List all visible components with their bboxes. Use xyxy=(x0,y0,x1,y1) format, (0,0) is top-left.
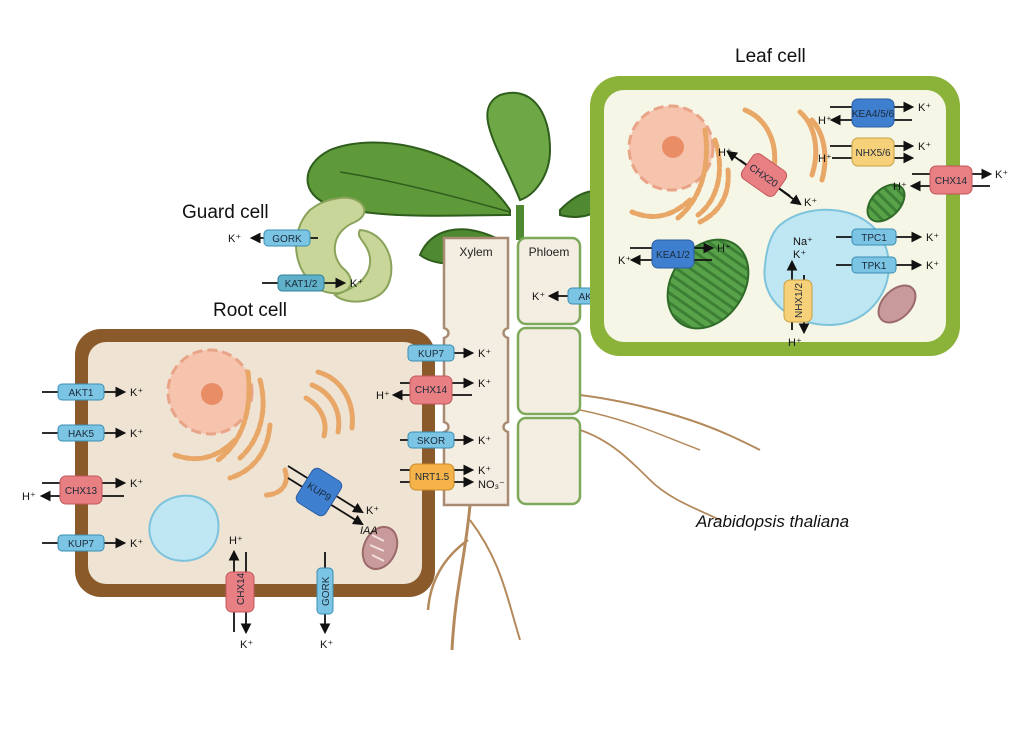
xylem: Xylem xyxy=(442,236,510,507)
h-ion-label: H⁺ xyxy=(229,535,243,547)
chx20-transporter xyxy=(740,153,788,197)
gork-label: GORK xyxy=(272,234,302,245)
guard-cell-title: Guard cell xyxy=(182,202,269,223)
h-ion-label: H⁺ xyxy=(818,115,832,127)
kup7-label: KUP7 xyxy=(68,539,95,550)
k-ion-label: K⁺ xyxy=(478,348,491,360)
k-ion-label: K⁺ xyxy=(918,102,931,114)
k-ion-label: K⁺ xyxy=(995,169,1008,181)
chx14-label: CHX14 xyxy=(236,572,247,605)
kup7-root-channel xyxy=(57,534,105,552)
k-ion-label: K⁺ xyxy=(228,233,241,245)
golgi-apparatus xyxy=(303,369,355,439)
k-ion-label: K⁺ xyxy=(793,249,806,261)
kea12-transporter xyxy=(651,239,695,269)
guard-cell: Guard cell GORK K⁺ KAT1/2 K⁺ xyxy=(182,196,393,303)
nucleolus xyxy=(662,136,684,158)
k-ion-label: K⁺ xyxy=(918,141,931,153)
k-ion-label: K⁺ xyxy=(478,378,491,390)
root-cell: Root cell AKT1 K⁺ HAK xyxy=(22,300,435,651)
endoplasmic-reticulum xyxy=(172,369,289,498)
k-ion-label: K⁺ xyxy=(240,639,253,651)
k-ion-label: K⁺ xyxy=(366,505,379,517)
nrt15-transporter xyxy=(409,463,455,491)
kea456-transporter xyxy=(851,98,895,128)
k-ion-label: K⁺ xyxy=(926,260,939,272)
nucleolus xyxy=(201,383,223,405)
mitochondrion xyxy=(361,525,399,571)
hak5-channel xyxy=(57,424,105,442)
chx14-root-transporter xyxy=(225,571,255,613)
xylem-label: Xylem xyxy=(459,245,492,259)
chx13-label: CHX13 xyxy=(65,486,98,497)
phloem-label: Phloem xyxy=(529,245,570,259)
k-ion-label: K⁺ xyxy=(926,232,939,244)
k-ion-label: K⁺ xyxy=(130,428,143,440)
h-ion-label: H⁺ xyxy=(22,491,36,503)
phloem: Phloem xyxy=(516,236,582,506)
tpc1-channel xyxy=(851,228,897,246)
kup9-transporter xyxy=(295,467,343,517)
h-ion-label: H⁺ xyxy=(717,243,731,255)
kea456-label: KEA4/5/6 xyxy=(852,109,895,120)
vacuole xyxy=(148,494,220,562)
golgi-apparatus xyxy=(742,107,828,183)
h-ion-label: H⁺ xyxy=(893,181,907,193)
hak5-label: HAK5 xyxy=(68,429,95,440)
leaf-cell: Leaf cell KEA4/5/6 K⁺ H⁺ xyxy=(590,46,1008,356)
leaf-shape xyxy=(486,91,552,202)
nhx12-transporter xyxy=(783,279,813,323)
chx13-transporter xyxy=(59,475,103,505)
gork-root-channel xyxy=(316,567,334,615)
k-ion-label: K⁺ xyxy=(130,538,143,550)
k-ion-label: K⁺ xyxy=(350,278,363,290)
k-ion-label: K⁺ xyxy=(130,387,143,399)
akt1-label: AKT1 xyxy=(68,388,93,399)
chx14-xylem-transporter xyxy=(409,375,453,405)
nhx12-label: NHX1/2 xyxy=(794,283,805,318)
k-ion-label: K⁺ xyxy=(130,478,143,490)
kup7-xylem-channel xyxy=(407,344,455,362)
endoplasmic-reticulum xyxy=(629,127,731,225)
chx14-label: CHX14 xyxy=(415,385,448,396)
nhx56-transporter xyxy=(851,137,895,167)
tpk1-channel xyxy=(851,256,897,274)
chloroplast xyxy=(866,183,906,223)
tpk1-label: TPK1 xyxy=(861,261,886,272)
nitrate-ion-label: NO₃⁻ xyxy=(478,479,505,491)
species-name: Arabidopsis thaliana xyxy=(695,512,849,531)
gork-label: GORK xyxy=(321,576,332,606)
k-ion-label: K⁺ xyxy=(618,255,631,267)
nhx56-label: NHX5/6 xyxy=(855,148,890,159)
skor-channel xyxy=(407,431,455,449)
kea12-label: KEA1/2 xyxy=(656,250,690,261)
nrt15-label: NRT1.5 xyxy=(415,472,450,483)
h-ion-label: H⁺ xyxy=(788,337,802,349)
root-cell-title: Root cell xyxy=(213,300,287,321)
k-ion-label: K⁺ xyxy=(804,197,817,209)
tpc1-label: TPC1 xyxy=(861,233,887,244)
k-ion-label: K⁺ xyxy=(478,435,491,447)
chx14-leaf-transporter xyxy=(929,165,973,195)
kat12-label: KAT1/2 xyxy=(285,279,318,290)
h-ion-label: H⁺ xyxy=(376,390,390,402)
na-ion-label: Na⁺ xyxy=(793,236,813,248)
iaa-label: IAA xyxy=(360,525,378,537)
k-ion-label: K⁺ xyxy=(532,291,545,303)
mitochondrion xyxy=(877,284,917,324)
chx14-label: CHX14 xyxy=(935,176,968,187)
h-ion-label: H⁺ xyxy=(818,153,832,165)
gork-channel xyxy=(263,229,311,247)
kup7-label: KUP7 xyxy=(418,349,445,360)
skor-label: SKOR xyxy=(417,436,445,447)
akt1-channel xyxy=(57,383,105,401)
leaf-cell-title: Leaf cell xyxy=(735,46,806,67)
h-ion-label: H⁺ xyxy=(718,147,732,159)
kat12-channel xyxy=(277,274,325,292)
k-ion-label: K⁺ xyxy=(478,465,491,477)
k-ion-label: K⁺ xyxy=(320,639,333,651)
